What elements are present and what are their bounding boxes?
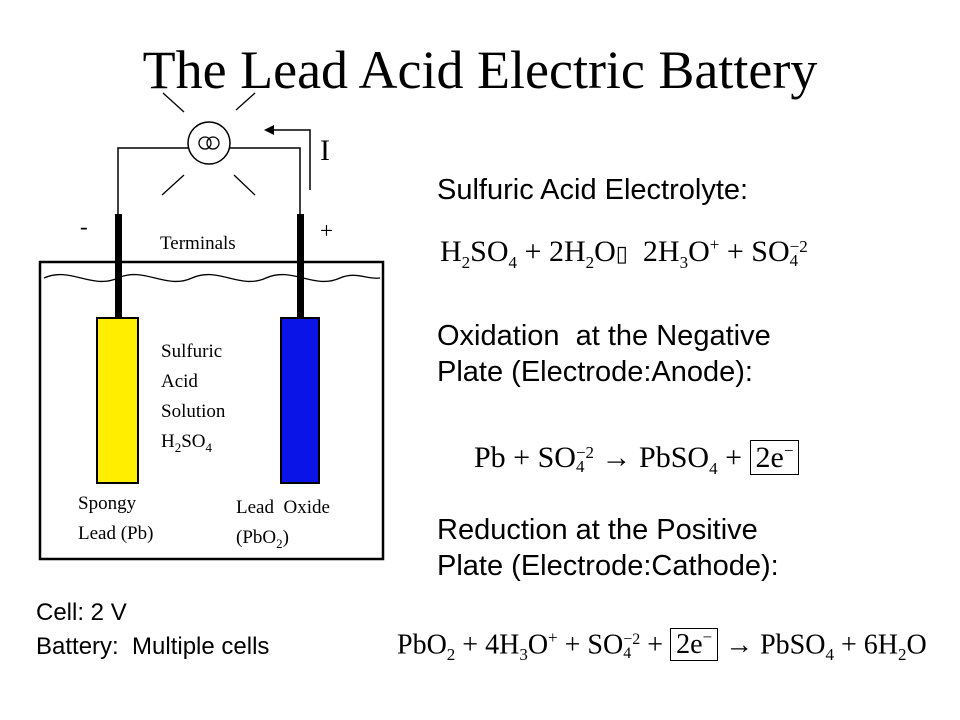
cell-info: Cell: 2 V Battery: Multiple cells [36,599,270,660]
current-arrow-icon [264,125,311,190]
battery-container [38,260,385,561]
circuit-wire [117,147,301,214]
positive-terminal-label: + [320,218,333,243]
negative-terminal-rod [115,214,122,318]
solution-label: Sulfuric Acid Solution H2SO4 [161,337,225,463]
positive-plate [280,317,320,484]
electron-box: 2e− [670,628,719,662]
positive-terminal-rod [297,214,304,318]
oxidation-heading: Oxidation at the Negative Plate (Electro… [437,320,771,388]
solution-formula: H2SO4 [161,431,213,455]
negative-terminal-label: - [80,214,88,239]
current-label: I [320,134,330,167]
electron-box: 2e− [749,440,800,475]
negative-plate [96,317,139,484]
page-title: The Lead Acid Electric Battery [142,40,818,100]
electrolyte-surface [43,273,381,283]
electrolyte-heading: Sulfuric Acid Electrolyte: [437,174,749,206]
negative-plate-label: Spongy Lead (Pb) [78,493,154,544]
positive-plate-label: Lead Oxide (PbO2) [236,497,330,551]
terminals-label: Terminals [160,233,236,254]
reduction-heading: Reduction at the Positive Plate (Electro… [437,514,779,582]
light-bulb-icon [161,92,256,196]
